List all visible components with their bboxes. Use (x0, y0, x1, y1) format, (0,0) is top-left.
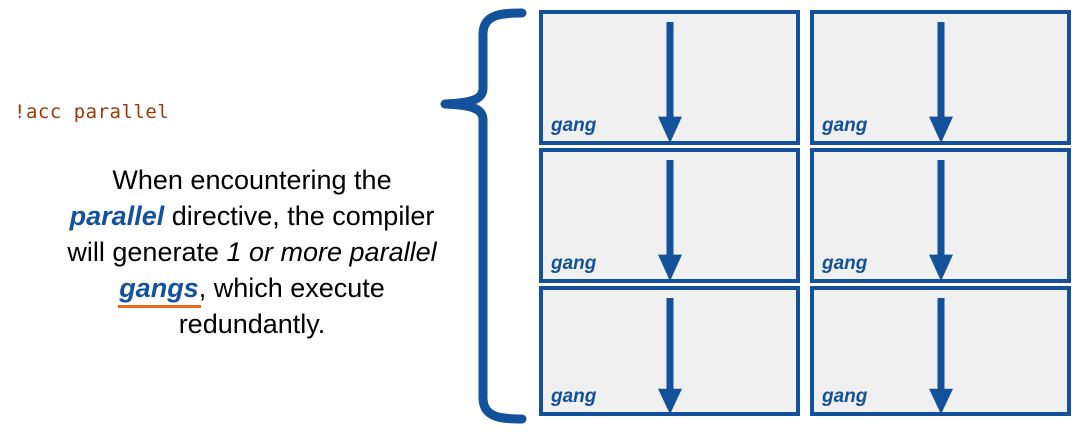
arrow-down-icon (657, 160, 683, 279)
arrow-down-icon (657, 22, 683, 141)
gang-box[interactable]: gang (539, 148, 800, 283)
code-directive-text: !acc parallel (14, 101, 170, 123)
brace-container (440, 0, 535, 432)
emphasis-phrase: 1 or more parallel (226, 237, 437, 267)
arrow-down-icon (657, 298, 683, 412)
gang-box[interactable]: gang (810, 148, 1071, 283)
keyword-gangs: gangs (118, 270, 201, 308)
gang-box[interactable]: gang (539, 10, 800, 145)
gang-grid: gang gang gang gang gang (539, 10, 1071, 418)
gang-box[interactable]: gang (810, 10, 1071, 145)
left-curly-brace-icon (440, 8, 527, 424)
explanation-panel: !acc parallel When encountering the para… (0, 0, 450, 432)
gang-box[interactable]: gang (539, 286, 800, 416)
gang-box[interactable]: gang (810, 286, 1071, 416)
description-paragraph: When encountering the parallel directive… (62, 162, 442, 342)
gang-label: gang (551, 386, 597, 407)
description-segment-3: , which execute redundantly. (178, 273, 385, 339)
description-segment-1: When encountering the (112, 165, 392, 195)
gang-label: gang (551, 115, 597, 136)
keyword-parallel: parallel (69, 201, 165, 231)
arrow-down-icon (928, 22, 954, 141)
arrow-down-icon (928, 160, 954, 279)
gang-label: gang (822, 386, 868, 407)
description-segment-2: directive, the compiler will generate (67, 201, 435, 267)
gang-label: gang (822, 253, 868, 274)
gang-label: gang (551, 253, 597, 274)
arrow-down-icon (928, 298, 954, 412)
gang-label: gang (822, 115, 868, 136)
